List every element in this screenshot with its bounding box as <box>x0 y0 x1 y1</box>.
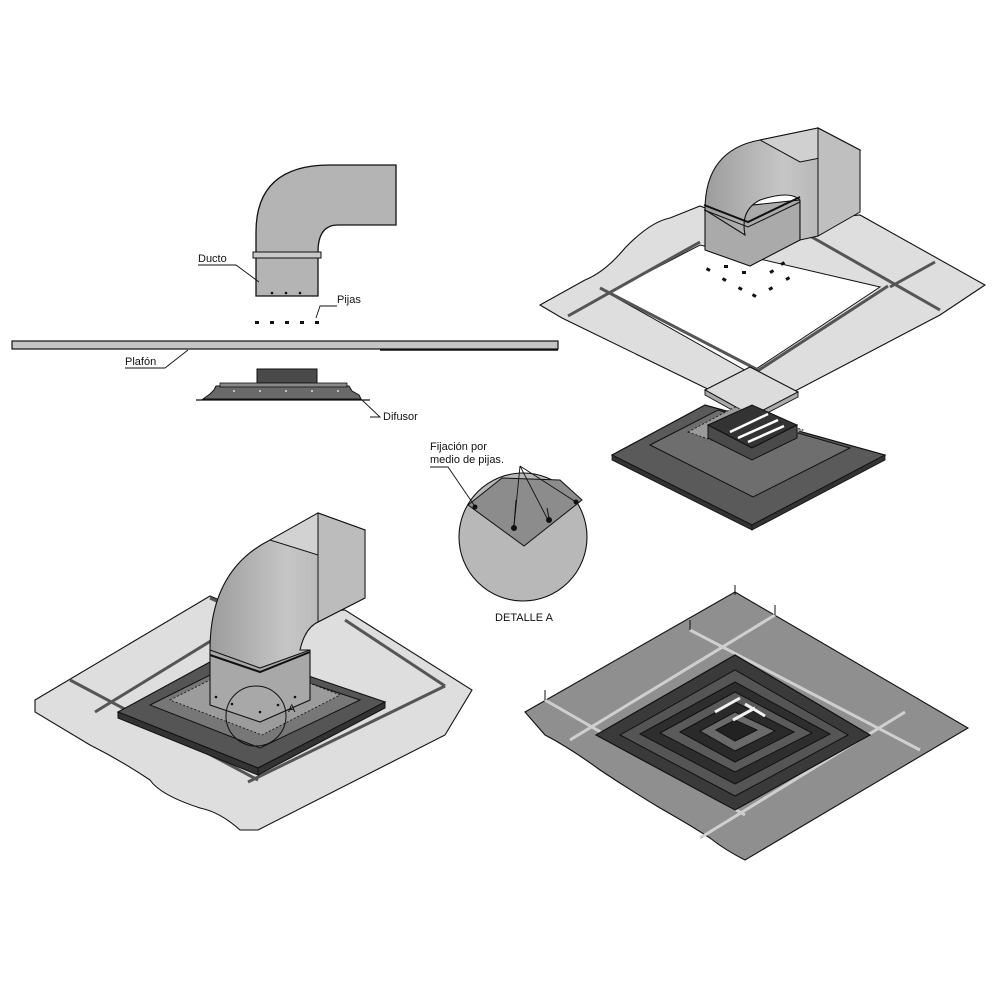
label-detalle-a: DETALLE A <box>495 612 554 624</box>
section-diffuser <box>196 368 370 401</box>
label-fijacion-2: medio de pijas. <box>430 454 504 466</box>
elbow-duct-icon <box>703 127 862 267</box>
detail-a-view: Fijación por medio de pijas. DETALLE A <box>430 441 588 624</box>
section-duct-flange <box>252 251 322 259</box>
ceiling-opening <box>606 244 882 374</box>
label-pijas: Pijas <box>337 294 361 306</box>
section-duct-elbow <box>255 164 397 297</box>
detail-a-callout <box>225 685 287 747</box>
section-duct-screws <box>270 291 302 295</box>
label-difusor: Difusor <box>383 411 418 423</box>
label-ducto: Ducto <box>198 253 227 265</box>
screw-icon <box>705 261 791 298</box>
square-diffuser-icon <box>594 654 872 811</box>
square-diffuser-icon <box>610 404 887 531</box>
elbow-duct-icon <box>209 512 367 723</box>
assembled-iso-view: A <box>34 512 473 831</box>
section-leaders <box>125 264 382 418</box>
label-plafon: Plafón <box>125 356 156 368</box>
label-marker-a: A <box>288 703 296 715</box>
detail-leaders <box>430 465 577 527</box>
section-view: Ducto Pijas Plafón Difusor <box>11 164 559 423</box>
ceiling-grid-tbars <box>567 234 941 374</box>
exploded-iso-view <box>538 127 987 531</box>
screw-icon <box>255 321 319 324</box>
finished-iso-view <box>524 585 970 861</box>
label-fijacion-1: Fijación por <box>430 441 487 453</box>
hanger-wires <box>544 585 776 700</box>
section-ceiling-plafon <box>11 340 559 350</box>
